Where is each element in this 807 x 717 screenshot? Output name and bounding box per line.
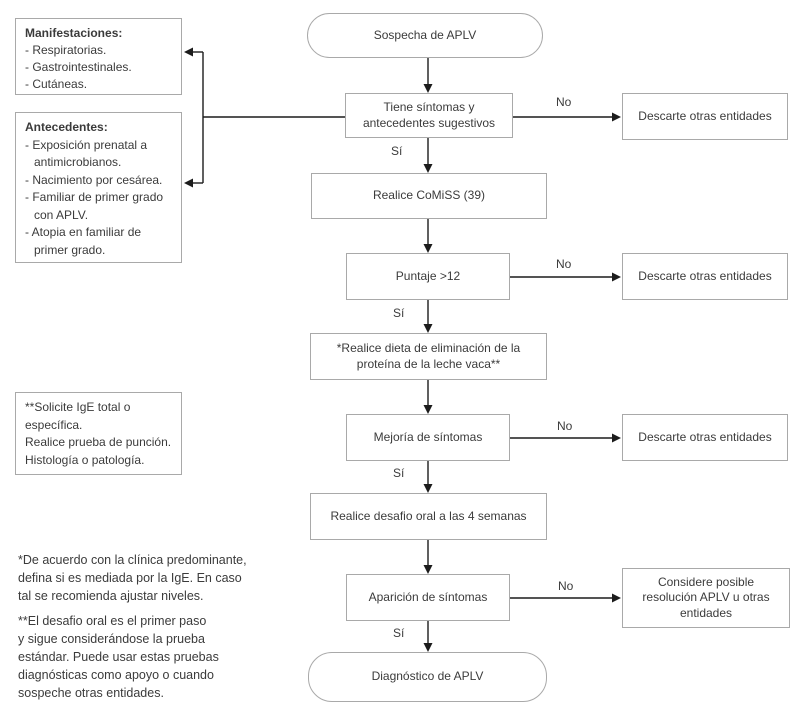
footnote-line: defina si es mediada por la IgE. En caso	[18, 571, 242, 585]
note-ige-line: **Solicite IgE total o específica.	[25, 400, 131, 432]
note-antecedentes-title: Antecedentes:	[25, 120, 108, 134]
node-comiss-label: Realice CoMiSS (39)	[372, 188, 486, 203]
footnote-clinical: *De acuerdo con la clínica predominante,…	[18, 551, 280, 605]
node-improvement: Mejoría de síntomas	[346, 414, 510, 461]
footnote-oral-challenge: **El desafio oral es el primer paso y si…	[18, 612, 280, 702]
note-antecedentes: Antecedentes: - Exposición prenatal a an…	[15, 112, 182, 263]
footnote-line: **El desafio oral es el primer paso	[18, 614, 207, 628]
edge-label-no-1: No	[556, 95, 572, 109]
node-symptom-recurrence: Aparición de síntomas	[346, 574, 510, 621]
edge-label-yes-1: Sí	[391, 144, 403, 158]
node-start-label: Sospecha de APLV	[373, 27, 477, 42]
note-antecedentes-item: - Exposición prenatal a antimicrobianos.	[25, 137, 148, 170]
node-score: Puntaje >12	[346, 253, 510, 300]
footnote-line: estándar. Puede usar estas pruebas	[18, 650, 219, 664]
node-elimination-diet-label: *Realice dieta de eliminación de la prot…	[336, 340, 521, 371]
footnote-line: *De acuerdo con la clínica predominante,	[18, 553, 247, 567]
node-consider-resolution: Considere posible resolución APLV u otra…	[622, 568, 790, 628]
node-end-diagnosis-label: Diagnóstico de APLV	[371, 669, 484, 684]
node-discard-1-label: Descarte otras entidades	[638, 108, 772, 123]
node-discard-3-label: Descarte otras entidades	[638, 429, 772, 444]
node-question-symptoms-label: Tiene síntomas y antecedentes sugestivos	[362, 99, 496, 130]
node-symptom-recurrence-label: Aparición de síntomas	[368, 589, 488, 604]
edge-label-no-3: No	[557, 419, 573, 433]
note-antecedentes-item: - Atopia en familiar de primer grado.	[25, 225, 142, 257]
node-discard-1: Descarte otras entidades	[622, 93, 788, 140]
node-end-diagnosis: Diagnóstico de APLV	[308, 652, 547, 702]
node-discard-2-label: Descarte otras entidades	[638, 268, 772, 283]
node-discard-3: Descarte otras entidades	[622, 414, 788, 461]
node-oral-challenge: Realice desafio oral a las 4 semanas	[310, 493, 547, 540]
note-antecedentes-item: - Nacimiento por cesárea.	[25, 172, 163, 187]
note-ige-line: Histología o patología.	[25, 452, 145, 467]
note-manifestaciones-item: - Cutáneas.	[25, 77, 88, 91]
edge-label-no-2: No	[556, 257, 572, 271]
footnote-line: y sigue considerándose la prueba	[18, 632, 205, 646]
edge-label-no-4: No	[558, 579, 574, 593]
footnote-line: sospeche otras entidades.	[18, 686, 164, 700]
note-ige-line: Realice prueba de punción.	[25, 435, 172, 449]
note-manifestaciones-item: - Gastrointestinales.	[25, 60, 132, 74]
note-manifestaciones-item: - Respiratorias.	[25, 43, 107, 57]
node-score-label: Puntaje >12	[395, 268, 461, 283]
node-oral-challenge-label: Realice desafio oral a las 4 semanas	[330, 508, 527, 523]
note-ige-tests: **Solicite IgE total o específica. Reali…	[15, 392, 182, 475]
note-manifestaciones-title: Manifestaciones:	[25, 26, 123, 40]
node-discard-2: Descarte otras entidades	[622, 253, 788, 300]
node-question-symptoms: Tiene síntomas y antecedentes sugestivos	[345, 93, 513, 138]
edge-label-yes-3: Sí	[393, 466, 405, 480]
node-consider-resolution-label: Considere posible resolución APLV u otra…	[642, 574, 770, 620]
node-start: Sospecha de APLV	[307, 13, 543, 58]
node-comiss: Realice CoMiSS (39)	[311, 173, 547, 219]
note-antecedentes-item: - Familiar de primer grado con APLV.	[25, 190, 164, 222]
note-manifestaciones: Manifestaciones: - Respiratorias. - Gast…	[15, 18, 182, 95]
node-elimination-diet: *Realice dieta de eliminación de la prot…	[310, 333, 547, 380]
node-improvement-label: Mejoría de síntomas	[373, 429, 483, 444]
edge-label-yes-2: Sí	[393, 306, 405, 320]
footnote-line: diagnósticas como apoyo o cuando	[18, 668, 214, 682]
footnote-line: tal se recomienda ajustar niveles.	[18, 589, 204, 603]
edge-label-yes-4: Sí	[393, 626, 405, 640]
